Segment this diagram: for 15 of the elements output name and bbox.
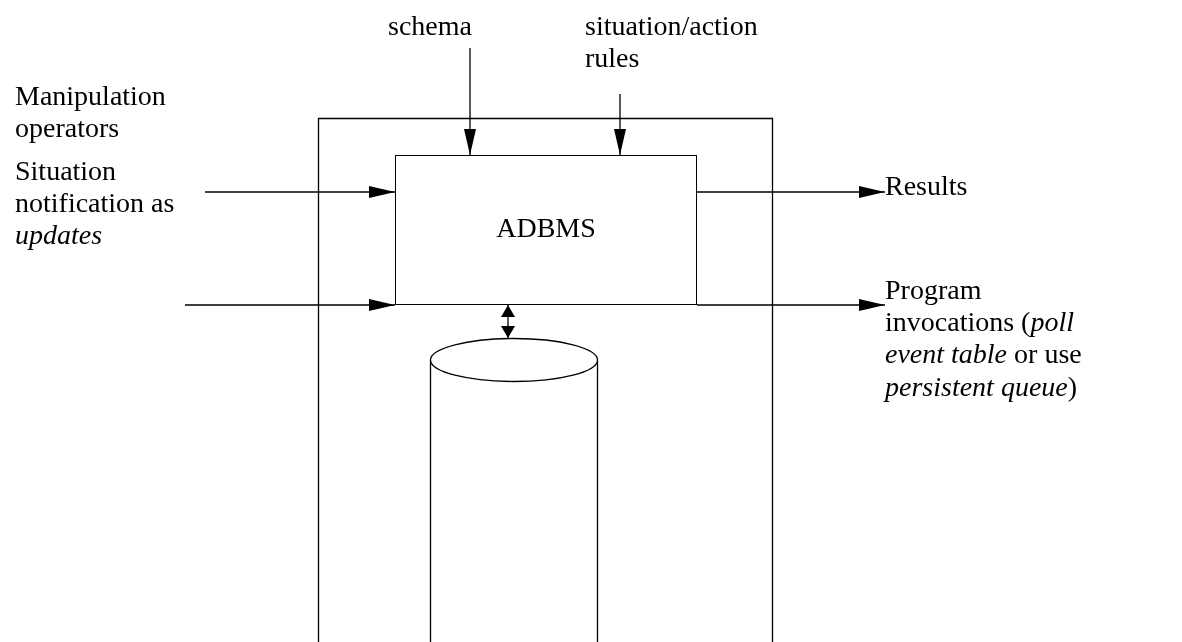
label-text: Situation notification as updates xyxy=(15,155,176,252)
arrow xyxy=(464,47,476,156)
box-title: ADBMS xyxy=(496,212,596,245)
arrow xyxy=(614,93,626,156)
label-text: situation/action rules xyxy=(585,10,759,75)
label-text: Results xyxy=(885,170,969,203)
arrow xyxy=(204,186,396,198)
arrow xyxy=(184,299,396,311)
label-text: Program invocations (poll event table or use persistent queue) xyxy=(885,274,1083,403)
process-box xyxy=(395,155,697,305)
arrow xyxy=(696,299,886,311)
arrow xyxy=(501,304,515,339)
label-text: Manipulation operators xyxy=(15,80,167,145)
arrow xyxy=(696,186,886,198)
label-text: schema xyxy=(388,10,473,43)
